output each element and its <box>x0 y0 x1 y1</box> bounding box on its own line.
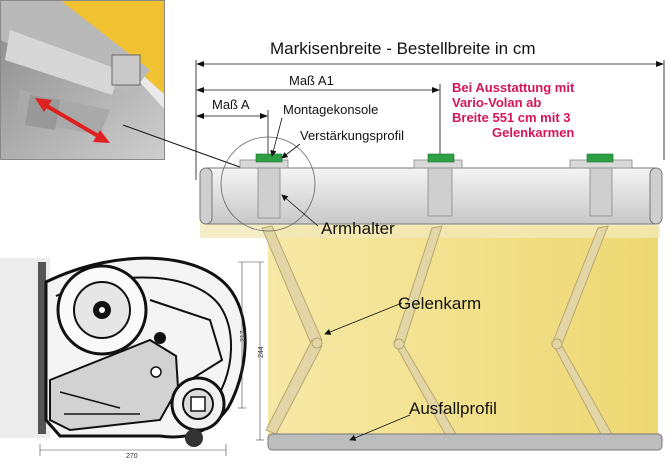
label-montagekonsole: Montagekonsole <box>283 102 379 117</box>
leader-lines <box>270 117 411 441</box>
section-width-dim: 270 <box>126 453 138 460</box>
note-line: Vario-Volan ab <box>452 95 542 110</box>
detail-circle <box>220 136 316 232</box>
adjust-arrow <box>38 100 107 142</box>
front-bar <box>267 433 663 451</box>
section-height-inner-dim: 217 <box>240 330 247 342</box>
note-line: Bei Ausstattung mit <box>452 80 575 95</box>
arm-holders <box>257 167 613 219</box>
dim-a1-label: Maß A1 <box>289 73 334 88</box>
articulated-arms <box>261 225 613 437</box>
vario-volan-note: Bei Ausstattung mit Vario-Volan ab Breit… <box>452 80 602 140</box>
label-armhalter: Armhalter <box>321 219 395 238</box>
dim-a-label: Maß A <box>212 97 250 112</box>
section-height-outer-dim: 244 <box>258 346 265 358</box>
detail-photo <box>0 0 165 160</box>
label-ausfallprofil: Ausfallprofil <box>409 399 497 418</box>
cross-section-drawing <box>0 256 264 456</box>
width-title: Markisenbreite - Bestellbreite in cm <box>270 39 536 58</box>
mounting-brackets <box>239 153 633 169</box>
label-gelenkarm: Gelenkarm <box>398 294 482 313</box>
label-verstaerkungsprofil: Verstärkungsprofil <box>300 128 405 143</box>
dimension-lines <box>195 60 665 180</box>
note-line: Gelenkarmen <box>492 125 575 140</box>
note-line: Breite 551 cm mit 3 <box>452 110 571 125</box>
